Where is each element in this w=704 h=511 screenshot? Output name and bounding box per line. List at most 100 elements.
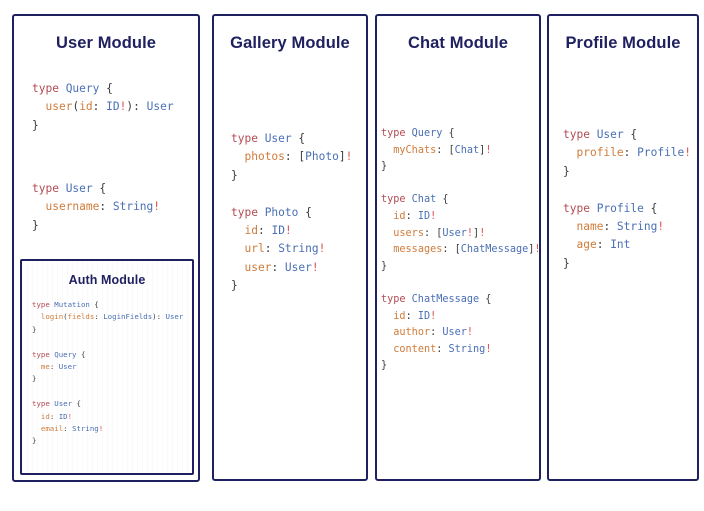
code-block-chat: type Query { myChats: [Chat]!} type Chat…: [381, 126, 541, 375]
code-token-type: ChatMessage: [460, 244, 529, 256]
code-block-user-type: type User { username: String!}: [32, 180, 160, 235]
code-token-type: Photo: [264, 205, 299, 219]
code-token-punct: [32, 312, 41, 321]
code-token-punct: {: [76, 349, 86, 359]
code-token-type: User: [284, 260, 312, 274]
module-title-chat: Chat Module: [407, 34, 509, 52]
code-token-bang: !: [345, 150, 353, 164]
code-token-kw: type: [32, 82, 66, 95]
code-token-punct: {: [291, 132, 306, 145]
code-block-body: type ChatMessage { id: ID! author: User!…: [381, 292, 541, 375]
code-blank-line: [563, 181, 691, 199]
code-token-type: Chat: [454, 144, 480, 156]
code-token-field: id: [79, 100, 93, 114]
code-token-punct: :: [271, 260, 285, 274]
code-token-type: ChatMessage: [411, 293, 480, 305]
code-token-type: String: [448, 343, 486, 355]
code-token-type: User: [264, 132, 292, 145]
code-token-field: id: [393, 210, 406, 222]
module-title-profile: Profile Module: [565, 34, 681, 52]
code-token-type: ID: [417, 310, 431, 322]
code-line: type Query {: [32, 349, 183, 361]
code-block-body: type User { id: ID! email: String!}: [32, 398, 183, 448]
code-token-bang: !: [284, 224, 292, 238]
code-block-user-query: type Query { user(id: ID!): User}: [32, 80, 174, 135]
code-line: id: ID!: [32, 411, 183, 423]
code-token-punct: :: [264, 242, 279, 256]
code-token-kw: type: [32, 182, 66, 195]
code-token-bang: !: [311, 260, 319, 274]
code-line: login(fields: LoginFields): User: [32, 311, 183, 323]
code-token-kw: type: [231, 205, 265, 219]
code-line: users: [User!]!: [381, 226, 541, 243]
code-token-punct: :: [92, 100, 107, 114]
code-token-punct: }: [32, 324, 37, 334]
code-token-field: users: [393, 227, 424, 239]
code-line: photos: [Photo]!: [231, 148, 352, 166]
module-panel-profile[interactable]: Profile Module type User { profile: Prof…: [547, 14, 699, 481]
code-token-punct: :: [596, 238, 611, 252]
code-token-punct: {: [623, 128, 638, 141]
code-line: me: User: [32, 361, 183, 373]
module-panel-chat[interactable]: Chat Module type Query { myChats: [Chat]…: [375, 14, 541, 481]
code-line: username: String!: [32, 198, 160, 216]
code-token-punct: {: [89, 300, 99, 309]
code-token-type: User: [65, 182, 93, 195]
code-token-kw: type: [32, 300, 55, 309]
code-token-punct: : [: [436, 144, 455, 156]
code-token-kw: type: [381, 128, 412, 139]
code-line: }: [231, 167, 352, 185]
code-line: }: [563, 163, 691, 181]
code-token-type: User: [165, 312, 184, 322]
code-line: id: ID!: [381, 209, 541, 226]
code-token-bang: !: [153, 200, 161, 214]
code-blank-line: [32, 336, 183, 348]
code-token-punct: [32, 362, 41, 371]
code-token-punct: [381, 211, 393, 222]
code-token-punct: }: [381, 260, 388, 272]
code-token-punct: (: [63, 312, 68, 322]
code-token-punct: ]: [479, 144, 486, 156]
code-token-punct: [381, 145, 393, 156]
code-token-field: user: [45, 100, 73, 114]
code-block-body: type Query { me: User}: [32, 349, 183, 386]
code-token-punct: }: [32, 218, 39, 232]
code-token-field: author: [393, 327, 431, 339]
code-token-punct: ):: [126, 100, 147, 114]
code-token-punct: [231, 261, 244, 274]
code-line: }: [381, 358, 541, 375]
code-token-bang: !: [430, 310, 437, 322]
module-panel-gallery[interactable]: Gallery Module type User { photos: [Phot…: [212, 14, 368, 481]
code-token-field: fields: [67, 312, 95, 322]
code-block-body: type Query { myChats: [Chat]!}: [381, 126, 541, 176]
module-title-auth: Auth Module: [68, 273, 146, 287]
code-blank-line: [32, 386, 183, 398]
code-token-bang: !: [318, 242, 326, 256]
code-token-type: String: [112, 200, 154, 214]
code-blank-line: [231, 185, 352, 203]
code-token-punct: [381, 311, 393, 322]
code-blank-line: [381, 275, 541, 292]
code-token-punct: :: [257, 224, 272, 238]
code-token-punct: {: [436, 194, 449, 206]
code-token-type: Int: [610, 238, 631, 252]
code-token-field: user: [244, 260, 272, 274]
code-token-punct: [32, 200, 45, 213]
code-token-punct: :: [49, 411, 59, 421]
code-line: type Profile {: [563, 200, 691, 218]
code-token-field: age: [576, 238, 597, 252]
code-line: type Chat {: [381, 192, 541, 209]
module-panel-auth[interactable]: Auth Module type Mutation { login(fields…: [20, 259, 194, 475]
code-token-field: username: [45, 200, 100, 214]
code-token-type: Profile: [596, 201, 644, 215]
code-line: user(id: ID!): User: [32, 98, 173, 116]
code-line: content: String!: [381, 342, 541, 359]
code-token-field: email: [40, 424, 64, 434]
module-panel-user[interactable]: User Module type Query { user(id: ID!): …: [12, 14, 200, 482]
code-token-type: ID: [58, 411, 68, 421]
code-token-punct: }: [563, 164, 570, 178]
code-line: url: String!: [231, 240, 352, 258]
code-line: }: [563, 255, 691, 273]
code-token-punct: }: [381, 360, 388, 372]
code-token-kw: type: [381, 293, 412, 305]
